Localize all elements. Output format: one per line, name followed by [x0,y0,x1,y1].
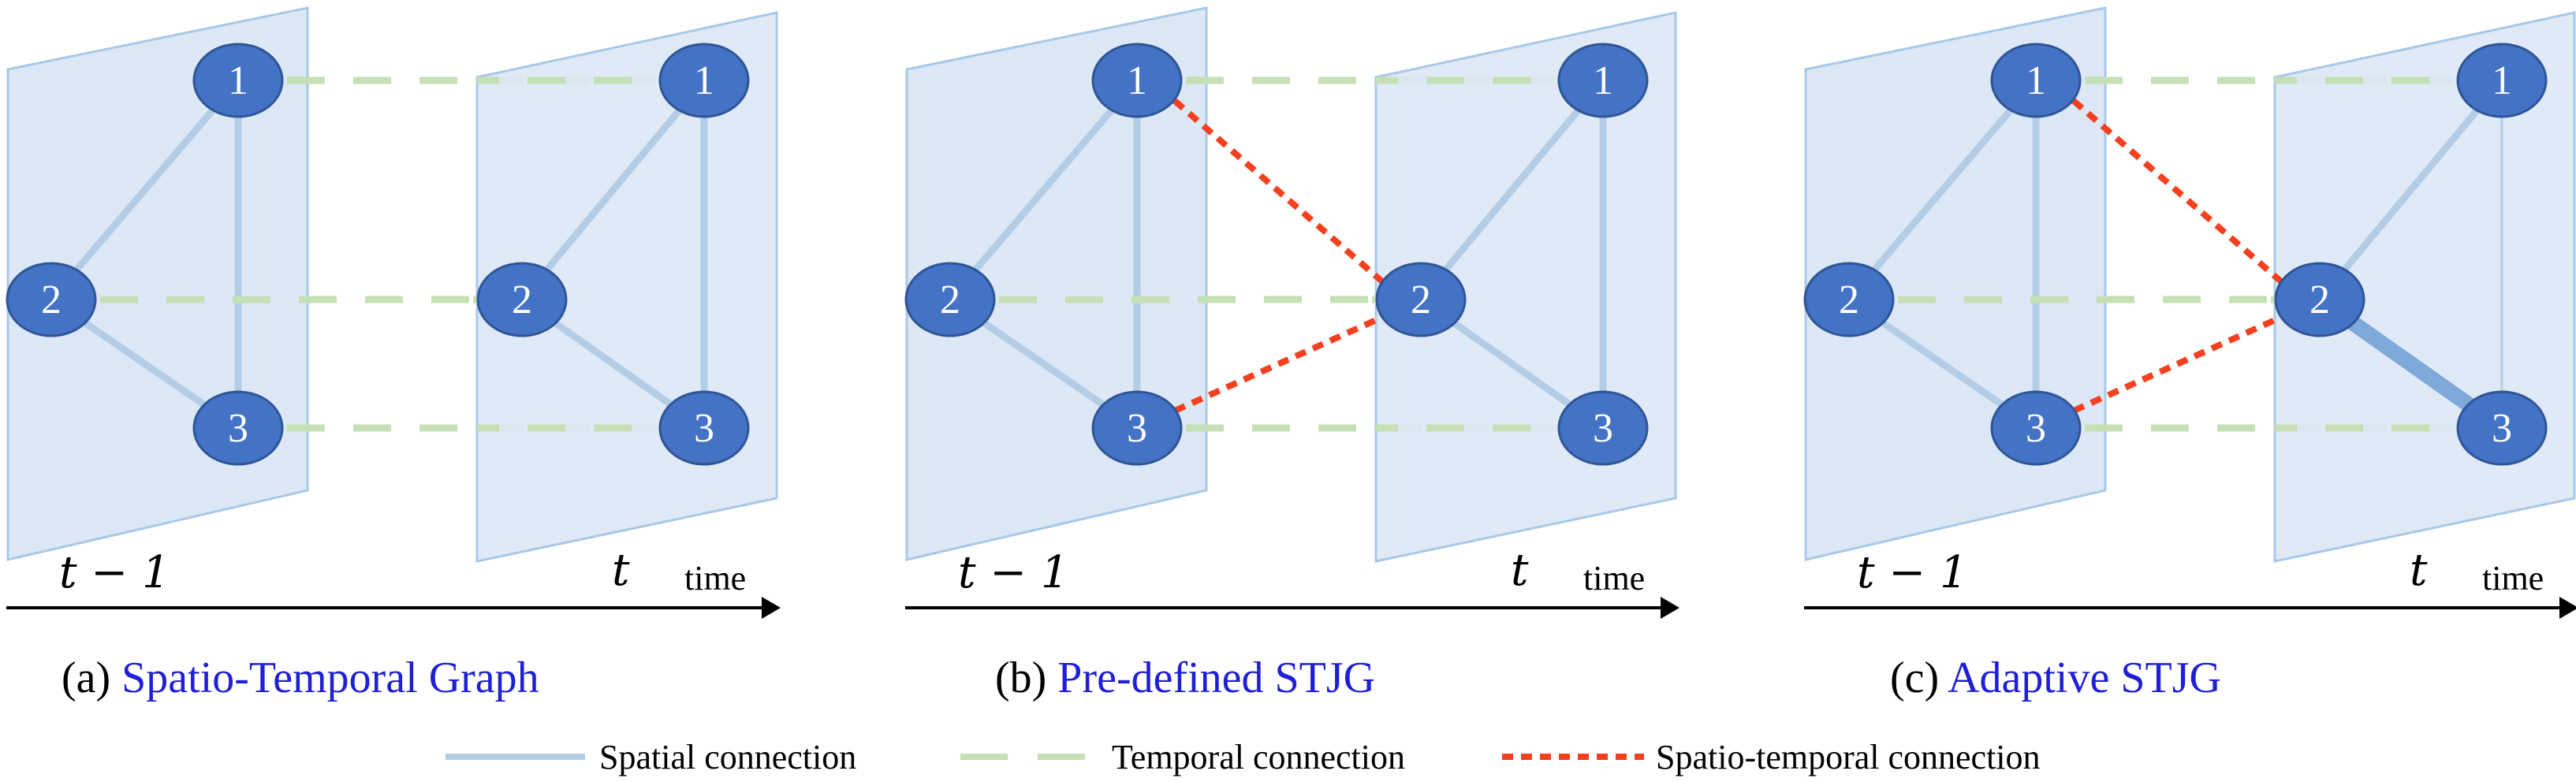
node-t-minus-1-2 [6,262,97,337]
legend-spatio-temporal-label: Spatio-temporal connection [1656,738,2041,776]
legend-temporal-label: Temporal connection [1112,738,1405,776]
node-label-t-minus-1-1: 1 [228,58,248,103]
node-t-1 [2456,43,2548,118]
frame-label-t: t [2410,545,2428,596]
node-t-minus-1-2 [904,262,996,337]
node-t-1 [658,43,750,118]
legend-spatial-label: Spatial connection [599,738,856,776]
spatio-temporal-edge-3-2 [1173,314,1385,414]
caption-c: (c) Adaptive STJG [1890,654,2221,702]
node-t-3 [2456,390,2548,466]
spatial-edge-1-2 [946,76,1141,303]
node-label-t-3: 3 [2492,406,2512,451]
node-label-t-3: 3 [694,406,714,451]
node-label-t-minus-1-1: 1 [1127,58,1147,103]
node-t-3 [1557,390,1649,466]
time-axis-arrowhead [2559,597,2576,619]
node-t-minus-1-1 [192,43,284,118]
node-label-t-1: 1 [1593,58,1613,103]
node-label-t-2: 2 [1411,277,1431,322]
node-label-t-minus-1-2: 2 [41,277,62,322]
spatial-edge-1-2 [2316,76,2506,303]
node-label-t-minus-1-2: 2 [1839,277,1859,322]
caption-title: Spatio-Temporal Graph [110,654,539,702]
node-t-1 [1557,43,1649,118]
time-axis-label: time [2482,559,2544,598]
frame-label-t-minus-1: t − 1 [1857,547,1968,598]
node-label-t-minus-1-2: 2 [940,277,960,322]
time-axis-label: time [1583,559,1645,598]
frame-label-t: t [1511,545,1529,596]
node-t-2 [2274,262,2365,337]
caption-prefix: (c) [1890,654,1939,702]
spatio-temporal-edge-1-2 [2071,98,2284,285]
node-t-minus-1-3 [1091,390,1183,466]
caption-title: Adaptive STJG [1939,654,2221,702]
panel-c: 1 2 3 1 2 3 t − 1 t time (c) Adaptive STJG [1803,6,2576,702]
node-t-minus-1-3 [1990,390,2082,466]
node-t-minus-1-1 [1990,43,2082,118]
node-label-t-minus-1-3: 3 [2026,406,2046,451]
caption-a: (a) Spatio-Temporal Graph [62,654,539,702]
spatial-edge-1-2 [47,76,242,303]
node-label-t-minus-1-3: 3 [1127,406,1147,451]
node-t-3 [658,390,750,466]
spatio-temporal-edge-1-2 [1172,98,1385,285]
node-t-2 [476,262,568,337]
node-label-t-2: 2 [512,277,532,322]
node-label-t-1: 1 [2492,58,2512,103]
node-label-t-minus-1-3: 3 [228,406,248,451]
time-axis-arrowhead [762,597,781,619]
node-t-minus-1-3 [192,390,284,466]
spatial-edge-1-2 [1845,76,2040,303]
panel-a: 1 2 3 1 2 3 t − 1 t time (a) Spatio-Temporal Grap… [6,6,781,702]
frame-label-t: t [612,545,630,596]
panel-b: 1 2 3 1 2 3 t − 1 t time (b) Pre-defined STJG [904,6,1679,702]
node-t-minus-1-2 [1803,262,1895,337]
node-label-t-minus-1-1: 1 [2026,58,2046,103]
spatio-temporal-edge-3-2 [2072,314,2283,414]
node-label-t-2: 2 [2309,277,2330,322]
time-axis-arrowhead [1661,597,1679,619]
caption-b: (b) Pre-defined STJG [995,654,1375,702]
node-label-t-1: 1 [694,58,714,103]
caption-prefix: (b) [995,654,1046,702]
frame-label-t-minus-1: t − 1 [59,547,170,598]
node-t-2 [1375,262,1467,337]
legend: Spatial connection Temporal connection Spa… [445,738,2041,776]
node-label-t-3: 3 [1593,406,1613,451]
spatial-edge-1-2 [1417,76,1607,303]
time-axis-label: time [684,559,746,598]
caption-prefix: (a) [62,654,110,702]
node-t-minus-1-1 [1091,43,1183,118]
caption-title: Pre-defined STJG [1046,654,1375,702]
spatial-edge-1-2 [518,76,708,303]
frame-label-t-minus-1: t − 1 [958,547,1069,598]
